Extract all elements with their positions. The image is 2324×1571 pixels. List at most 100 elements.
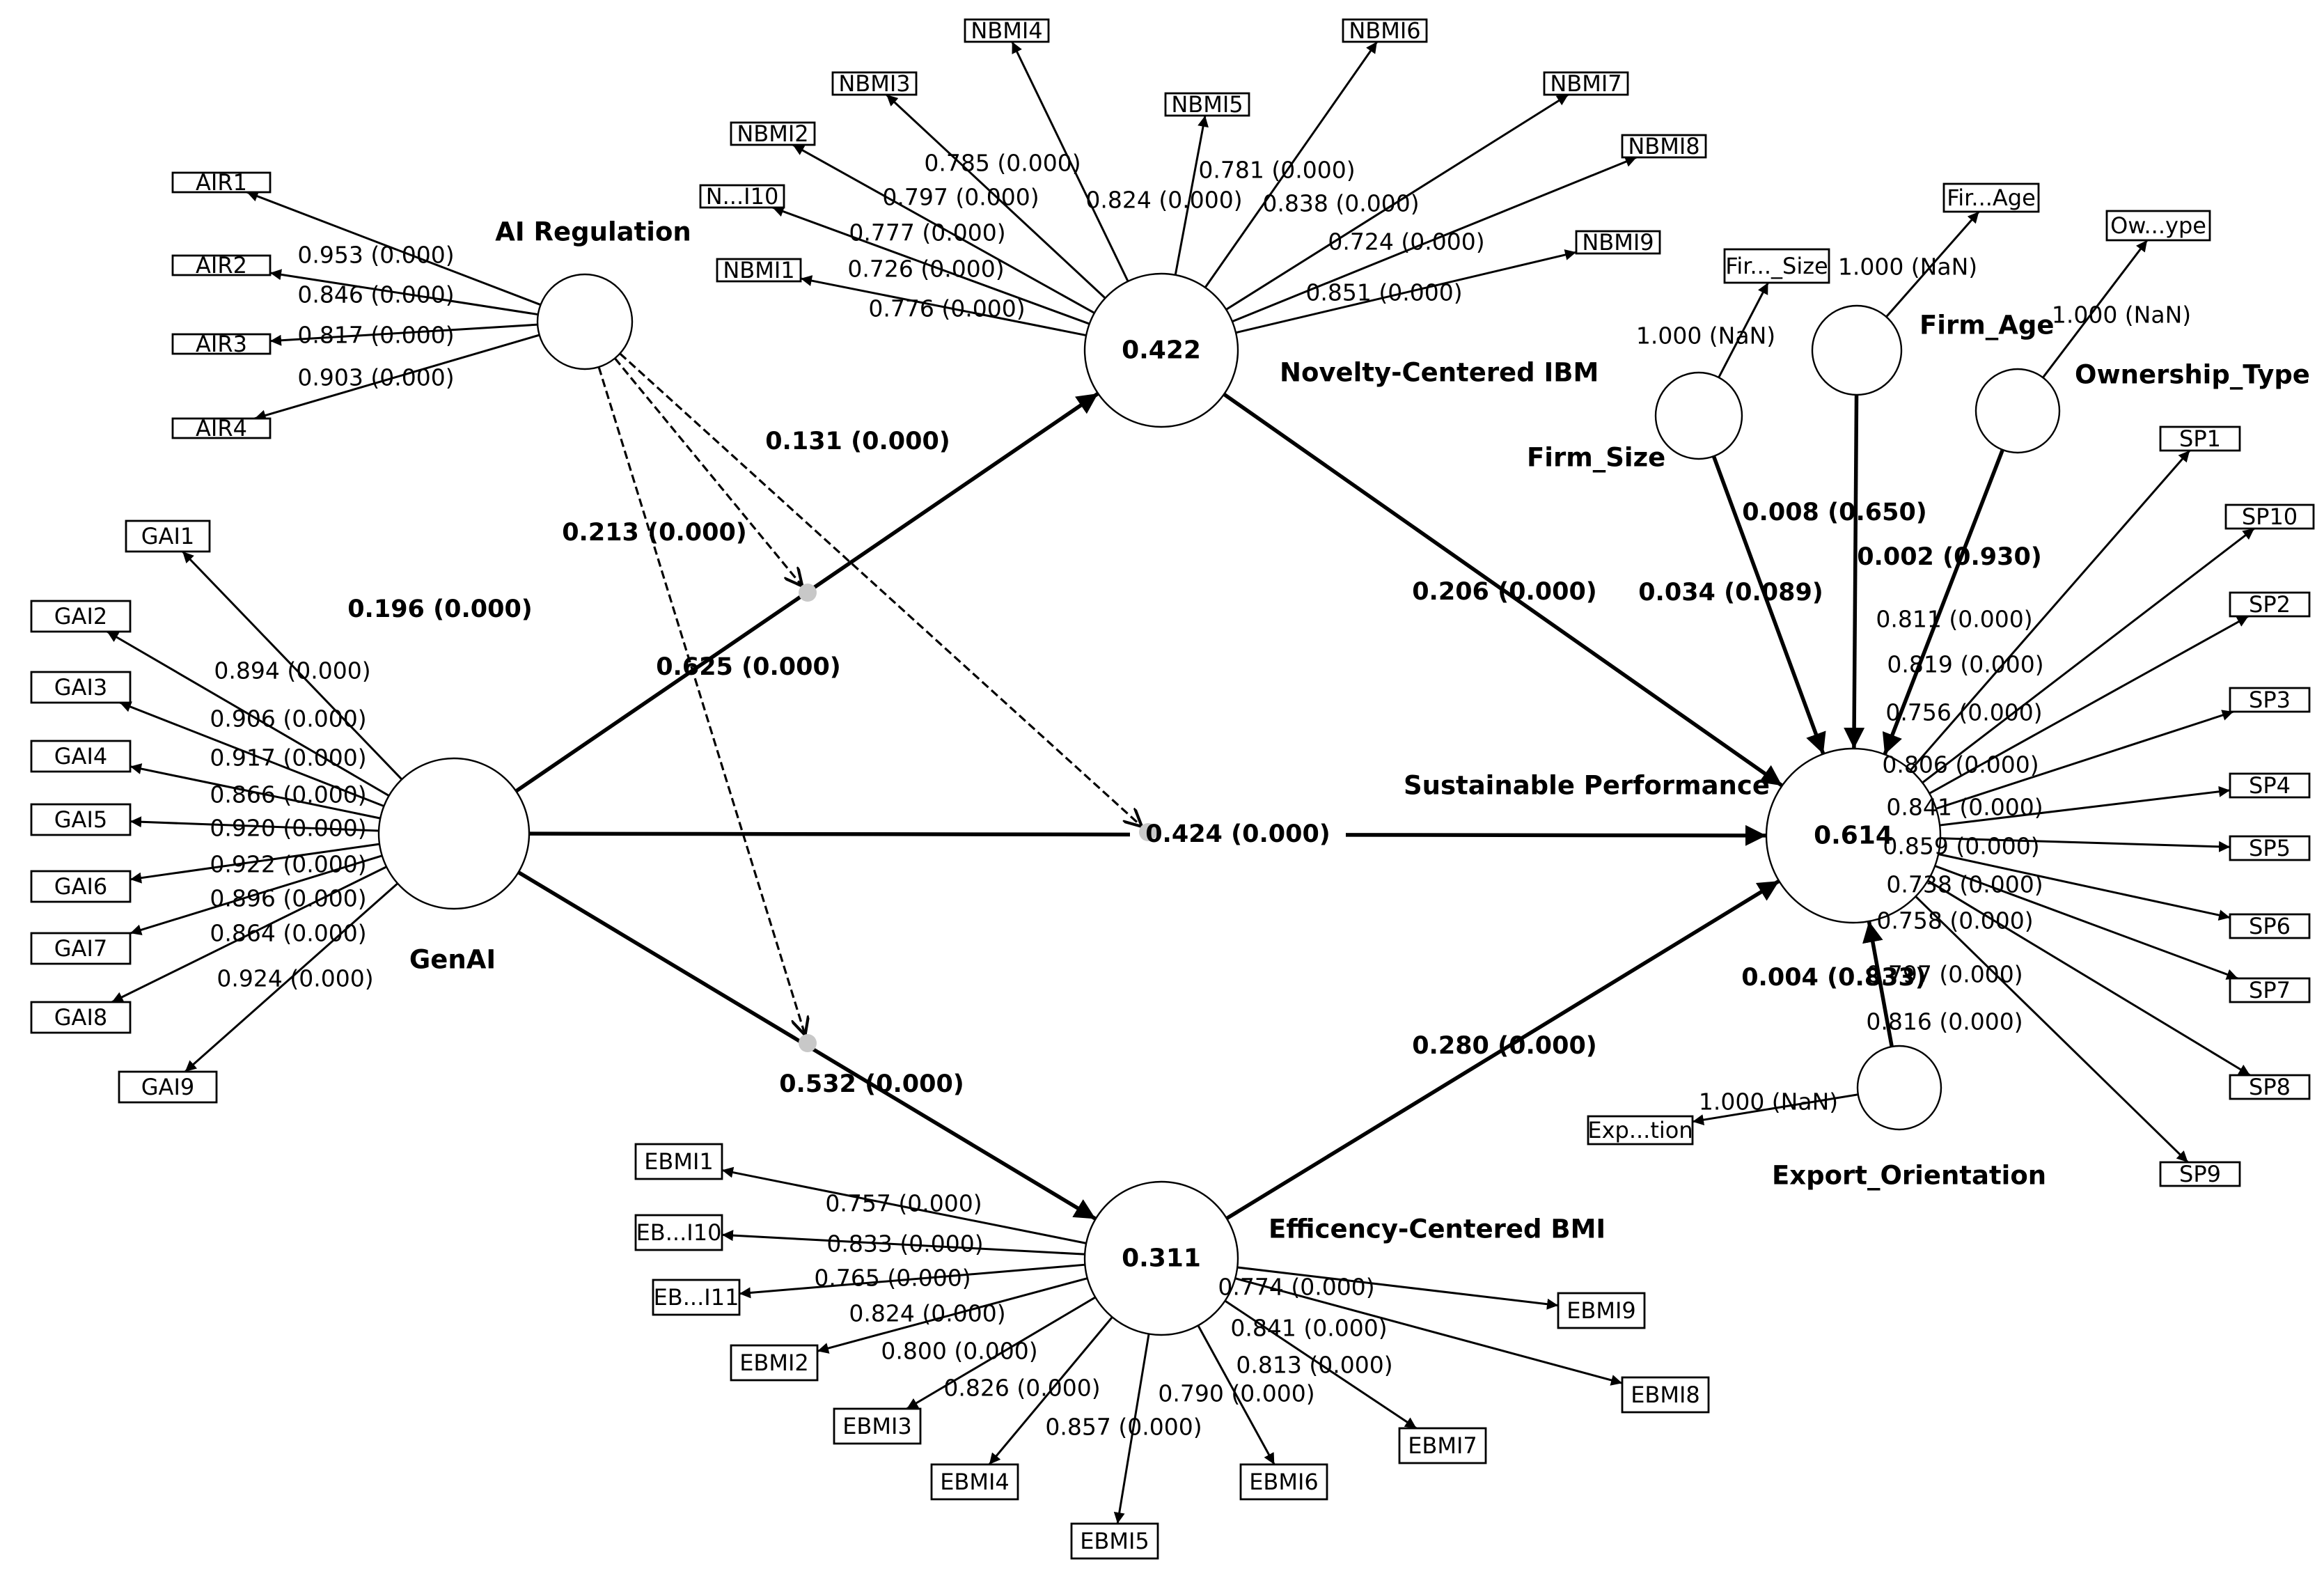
indicator-box [634, 1214, 723, 1251]
indicator-label: NBMI2 [737, 120, 808, 147]
indicator-label: GAI6 [54, 873, 107, 900]
loading-label: 0.776 (0.000) [868, 295, 1025, 322]
moderation-coefficient-label: 0.131 (0.000) [765, 428, 950, 455]
loading-arrow [721, 1230, 1085, 1256]
loading-label: 0.800 (0.000) [881, 1338, 1037, 1365]
construct-title: Sustainable Performance [1404, 771, 1770, 801]
moderation-arrow [613, 357, 802, 586]
loading-arrow [1934, 865, 2238, 980]
indicator-label: SP7 [2249, 977, 2291, 1003]
moderation-point [799, 1034, 817, 1052]
indicator-box [1575, 230, 1661, 255]
loading-label: 1.000 (NaN) [1636, 322, 1775, 350]
construct-title: Firm_Size [1527, 443, 1665, 473]
indicator-label: AIR3 [196, 331, 247, 357]
loading-arrow [1910, 450, 2191, 771]
indicator-label: EBMI7 [1408, 1432, 1477, 1459]
indicator-label: SP9 [2179, 1161, 2221, 1187]
indicator-box [1621, 1376, 1710, 1414]
loading-label: 0.833 (0.000) [826, 1230, 983, 1258]
indicator-box [1398, 1427, 1487, 1464]
loading-label: 0.953 (0.000) [297, 242, 454, 269]
indicator-label: SP10 [2242, 503, 2298, 530]
indicator-label: Exp...tion [1587, 1117, 1693, 1143]
loading-label: 0.896 (0.000) [210, 885, 366, 912]
indicator-box [171, 171, 272, 194]
path-coefficient-label: 0.625 (0.000) [656, 653, 841, 681]
loading-arrow [1938, 853, 2231, 921]
indicator-box [699, 184, 785, 209]
indicator-label: AIR2 [196, 252, 247, 279]
indicator-label: NBMI1 [723, 257, 794, 283]
moderation-point [799, 584, 817, 602]
path-coefficient-label: 0.002 (0.930) [1857, 543, 2042, 571]
indicator-box [1342, 18, 1428, 43]
loading-arrow [119, 701, 384, 807]
loading-label: 0.857 (0.000) [1045, 1414, 1202, 1441]
indicator-box [1557, 1292, 1646, 1329]
indicator-label: GAI1 [141, 523, 194, 549]
path-coefficient-label: 0.280 (0.000) [1412, 1032, 1597, 1060]
indicator-box [30, 1001, 132, 1034]
path-arrow [1223, 392, 1784, 788]
moderation-point [1139, 823, 1157, 841]
path-coefficient-label: 0.206 (0.000) [1412, 578, 1597, 606]
loading-label: 0.866 (0.000) [210, 781, 366, 808]
indicator-box [2229, 913, 2311, 939]
indicator-label: SP8 [2249, 1074, 2291, 1100]
loading-arrow [2042, 240, 2149, 379]
indicator-label: EBMI1 [644, 1148, 714, 1175]
indicator-label: SP1 [2179, 425, 2221, 452]
loading-arrow [246, 191, 542, 306]
loading-label: 0.838 (0.000) [1262, 190, 1419, 217]
indicator-label: NBMI4 [971, 17, 1042, 44]
indicator-label: EBMI5 [1080, 1528, 1149, 1554]
loading-arrow [1922, 527, 2255, 784]
loading-arrow [254, 334, 540, 421]
moderation-coefficient-label: 0.213 (0.000) [562, 519, 747, 547]
loading-arrow [1224, 1299, 1418, 1430]
indicator-label: GAI7 [54, 935, 107, 962]
indicator-label: EB...I11 [654, 1284, 739, 1311]
construct-node-firm-size [1654, 371, 1743, 460]
loading-arrow [269, 269, 539, 316]
indicator-box [1070, 1522, 1159, 1560]
loading-arrow [129, 854, 383, 936]
indicator-label: EBMI4 [940, 1469, 1010, 1495]
loading-label: 0.724 (0.000) [1328, 228, 1484, 256]
indicator-label: EBMI3 [842, 1413, 912, 1439]
indicator-box [30, 671, 132, 704]
indicator-box [730, 1344, 819, 1382]
loading-arrow [886, 93, 1106, 299]
loading-label: 0.811 (0.000) [1876, 606, 2032, 633]
indicator-box [2229, 591, 2311, 618]
loading-label: 0.864 (0.000) [210, 920, 366, 947]
path-coefficient-label: 0.004 (0.833) [1741, 964, 1926, 992]
indicator-box [171, 333, 272, 355]
indicator-box [2159, 425, 2241, 452]
loading-label: 0.841 (0.000) [1886, 794, 2043, 821]
loading-label: 0.859 (0.000) [1883, 833, 2039, 860]
loading-label: 0.846 (0.000) [297, 281, 454, 308]
indicator-box [1587, 1115, 1694, 1146]
loading-arrow [1204, 41, 1379, 288]
loading-arrow [772, 206, 1090, 325]
construct-node-ownership [1974, 368, 2061, 454]
loading-label: 0.826 (0.000) [943, 1375, 1100, 1402]
indicator-label: GAI3 [54, 674, 107, 701]
loading-label: 0.806 (0.000) [1882, 751, 2039, 779]
indicator-box [30, 870, 132, 903]
loading-arrow [800, 275, 1087, 337]
loading-label: 0.816 (0.000) [1866, 1008, 2023, 1035]
loading-label: 0.824 (0.000) [1085, 187, 1242, 214]
r-squared-value: 0.614 [1814, 822, 1893, 850]
indicator-box [634, 1143, 723, 1180]
loading-arrow [1885, 211, 1980, 318]
indicator-label: AIR4 [196, 415, 247, 441]
loading-arrow [1197, 1324, 1275, 1465]
construct-node-export [1856, 1045, 1942, 1131]
indicator-label: EBMI2 [739, 1350, 809, 1376]
loading-label: 1.000 (NaN) [2052, 302, 2191, 329]
loading-label: 1.000 (NaN) [1699, 1088, 1838, 1116]
